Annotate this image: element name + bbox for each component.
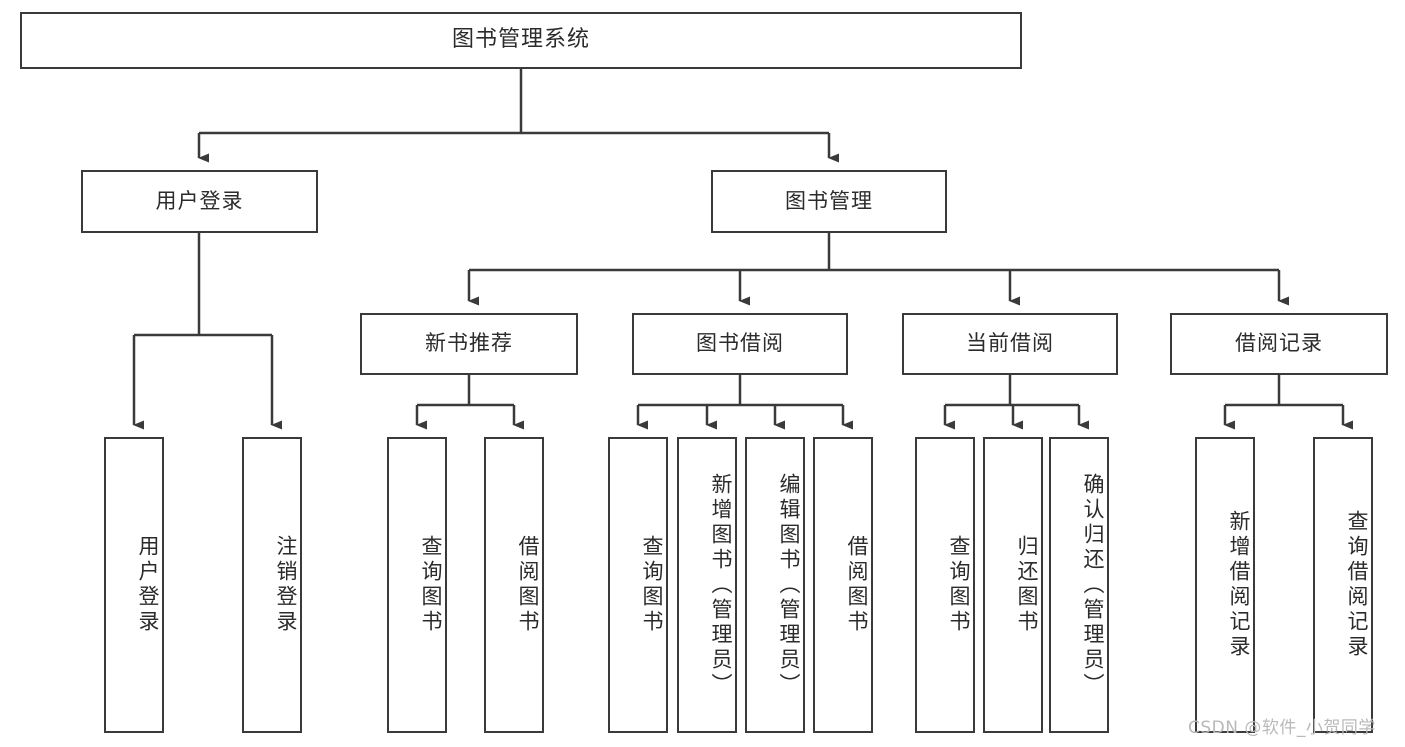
node-current-borrowing[interactable]: 当前借阅 xyxy=(902,313,1118,375)
leaf-confirm-return-admin[interactable]: 确认归还（管理员） xyxy=(1049,437,1109,733)
leaf-logout[interactable]: 注销登录 xyxy=(242,437,302,733)
node-new-book-recommendation[interactable]: 新书推荐 xyxy=(360,313,578,375)
node-book-borrowing[interactable]: 图书借阅 xyxy=(632,313,848,375)
node-book-management[interactable]: 图书管理 xyxy=(711,170,947,233)
leaf-edit-book-admin[interactable]: 编辑图书（管理员） xyxy=(745,437,805,733)
leaf-add-book-admin[interactable]: 新增图书（管理员） xyxy=(677,437,737,733)
leaf-query-book-newbook[interactable]: 查询图书 xyxy=(387,437,447,733)
node-root-system[interactable]: 图书管理系统 xyxy=(20,12,1022,69)
leaf-borrow-book-borrowing[interactable]: 借阅图书 xyxy=(813,437,873,733)
leaf-user-login[interactable]: 用户登录 xyxy=(104,437,164,733)
leaf-add-borrowing-record[interactable]: 新增借阅记录 xyxy=(1195,437,1255,733)
node-borrowing-record[interactable]: 借阅记录 xyxy=(1170,313,1388,375)
node-user-login[interactable]: 用户登录 xyxy=(81,170,318,233)
leaf-return-book[interactable]: 归还图书 xyxy=(983,437,1043,733)
leaf-query-borrowing-record[interactable]: 查询借阅记录 xyxy=(1313,437,1373,733)
leaf-borrow-book-newbook[interactable]: 借阅图书 xyxy=(484,437,544,733)
leaf-query-book-borrowing[interactable]: 查询图书 xyxy=(608,437,668,733)
csdn-watermark: CSDN @软件_小贺同学 xyxy=(1188,718,1376,738)
leaf-query-book-current[interactable]: 查询图书 xyxy=(915,437,975,733)
